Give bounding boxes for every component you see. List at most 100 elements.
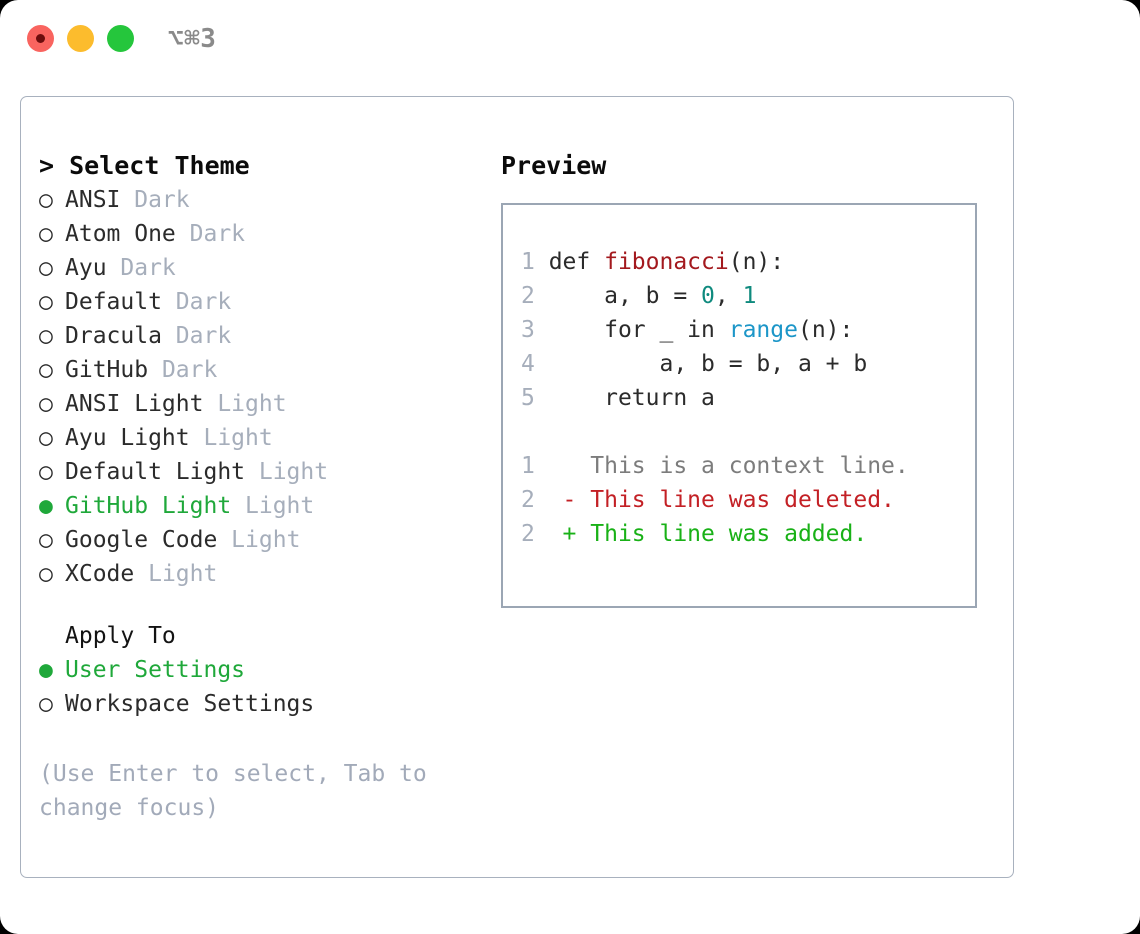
radio-selected-icon[interactable]: ● (39, 493, 53, 519)
code-token: (n): (797, 317, 854, 343)
theme-category-label: Dark (106, 255, 176, 281)
theme-name-label: Atom One (65, 221, 176, 247)
code-line: 2 a, b = 0, 1 (521, 279, 969, 313)
theme-name-label: Default Light (65, 459, 246, 485)
select-theme-heading: > Select Theme (39, 151, 250, 180)
theme-list-item[interactable]: ○ XCode Light (39, 557, 499, 591)
theme-list-item[interactable]: ○ Default Dark (39, 285, 499, 319)
radio-selected-icon[interactable]: ● (39, 657, 53, 683)
apply-to-list[interactable]: ● User Settings ○ Workspace Settings (39, 653, 499, 721)
apply-to-label: Workspace Settings (65, 691, 315, 717)
theme-list-item[interactable]: ○ Google Code Light (39, 523, 499, 557)
radio-unselected-icon[interactable]: ○ (39, 425, 53, 451)
panel-columns: > Select Theme ○ANSI Dark○Atom One Dark○… (21, 97, 1013, 877)
radio-unselected-icon[interactable]: ○ (39, 357, 53, 383)
theme-category-label: Dark (120, 187, 190, 213)
theme-category-label: Dark (148, 357, 218, 383)
theme-list-item[interactable]: ○ Ayu Dark (39, 251, 499, 285)
code-line: 1 def fibonacci(n): (521, 245, 969, 279)
code-token: 1 (742, 283, 757, 309)
theme-list-item[interactable]: ○ Ayu Light Light (39, 421, 499, 455)
maximize-window-button[interactable] (107, 25, 134, 52)
theme-list[interactable]: ○ ANSI Dark ○ Atom One Dark ○ Ayu Dark ○ Defaul… (39, 183, 499, 591)
radio-unselected-icon[interactable]: ○ (39, 527, 53, 553)
theme-category-label: Light (231, 493, 315, 519)
theme-category-label: Light (217, 527, 301, 553)
apply-to-list-item[interactable]: ● User Settings (39, 653, 499, 687)
theme-list-item[interactable]: ○ ANSI Dark (39, 183, 499, 217)
theme-name-label: ANSI (65, 187, 121, 213)
code-token: for _ in (548, 317, 729, 343)
line-number: 5 (521, 385, 549, 411)
radio-unselected-icon[interactable]: ○ (39, 391, 53, 417)
title-bar: ⌥⌘3 (0, 0, 1140, 78)
theme-list-item[interactable]: ● GitHub Light Light (39, 489, 499, 523)
theme-name-label: XCode (65, 561, 135, 587)
keyboard-shortcut-label: ⌥⌘3 (168, 24, 217, 54)
window-controls (27, 25, 134, 52)
line-number: 2 (521, 283, 549, 309)
code-token: This is a context line. (548, 453, 909, 479)
apply-to-list-item[interactable]: ○ Workspace Settings (39, 687, 499, 721)
code-token: a, b = (548, 283, 702, 309)
radio-unselected-icon[interactable]: ○ (39, 255, 53, 281)
theme-name-label: Ayu Light (65, 425, 190, 451)
radio-unselected-icon[interactable]: ○ (39, 459, 53, 485)
theme-name-label: Dracula (65, 323, 162, 349)
line-number: 1 (521, 249, 549, 275)
theme-category-label: Dark (175, 221, 246, 247)
close-window-button[interactable] (27, 25, 54, 52)
theme-name-label: GitHub Light (65, 493, 232, 519)
theme-name-label: ANSI Light (65, 391, 204, 417)
theme-category-label: Light (245, 459, 329, 485)
code-token: , (714, 283, 743, 309)
radio-unselected-icon[interactable]: ○ (39, 323, 53, 349)
diff-line: 2 + This line was added. (521, 517, 969, 551)
line-number: 3 (521, 317, 549, 343)
line-number: 4 (521, 351, 549, 377)
apply-to-section: Apply To ● User Settings ○ Workspace Settin… (39, 619, 499, 721)
minimize-window-button[interactable] (67, 25, 94, 52)
code-token: def (548, 249, 605, 275)
line-number: 2 (521, 521, 549, 547)
theme-picker-column: > Select Theme ○ANSI Dark○Atom One Dark○… (39, 149, 499, 825)
radio-unselected-icon[interactable]: ○ (39, 289, 53, 315)
radio-unselected-icon[interactable]: ○ (39, 187, 53, 213)
theme-name-label: Ayu (65, 255, 107, 281)
theme-category-label: Light (189, 425, 273, 451)
diff-line: 2 - This line was deleted. (521, 483, 969, 517)
code-token: - This line was deleted. (548, 487, 895, 513)
theme-list-item[interactable]: ○ GitHub Dark (39, 353, 499, 387)
theme-name-label: Default (65, 289, 162, 315)
code-token: + This line was added. (548, 521, 868, 547)
theme-list-item[interactable]: ○ Default Light Light (39, 455, 499, 489)
diff-line: 1 This is a context line. (521, 449, 969, 483)
radio-unselected-icon[interactable]: ○ (39, 691, 53, 717)
apply-to-label: User Settings (65, 657, 246, 683)
code-spacer (521, 415, 969, 449)
theme-list-item[interactable]: ○ Dracula Dark (39, 319, 499, 353)
theme-list-item[interactable]: ○ ANSI Light Light (39, 387, 499, 421)
radio-unselected-icon[interactable]: ○ (39, 561, 53, 587)
line-number: 1 (521, 453, 549, 479)
code-line: 5 return a (521, 381, 969, 415)
preview-column: Preview 1 def fibonacci(n):2 a, b = 0, 1… (501, 149, 1001, 608)
theme-list-item[interactable]: ○ Atom One Dark (39, 217, 499, 251)
theme-name-label: Google Code (65, 527, 218, 553)
theme-category-label: Light (134, 561, 218, 587)
line-number: 2 (521, 487, 549, 513)
radio-unselected-icon[interactable]: ○ (39, 221, 53, 247)
theme-category-label: Dark (161, 289, 232, 315)
keyboard-hint-text: (Use Enter to select, Tab to change focu… (39, 761, 427, 821)
theme-name-label: GitHub (65, 357, 149, 383)
theme-category-label: Light (203, 391, 287, 417)
code-token: a, b = b, a + b (548, 351, 868, 377)
code-token: 0 (701, 283, 715, 309)
preview-heading: Preview (501, 151, 607, 180)
apply-to-heading: Apply To (65, 623, 176, 649)
theme-category-label: Dark (161, 323, 232, 349)
